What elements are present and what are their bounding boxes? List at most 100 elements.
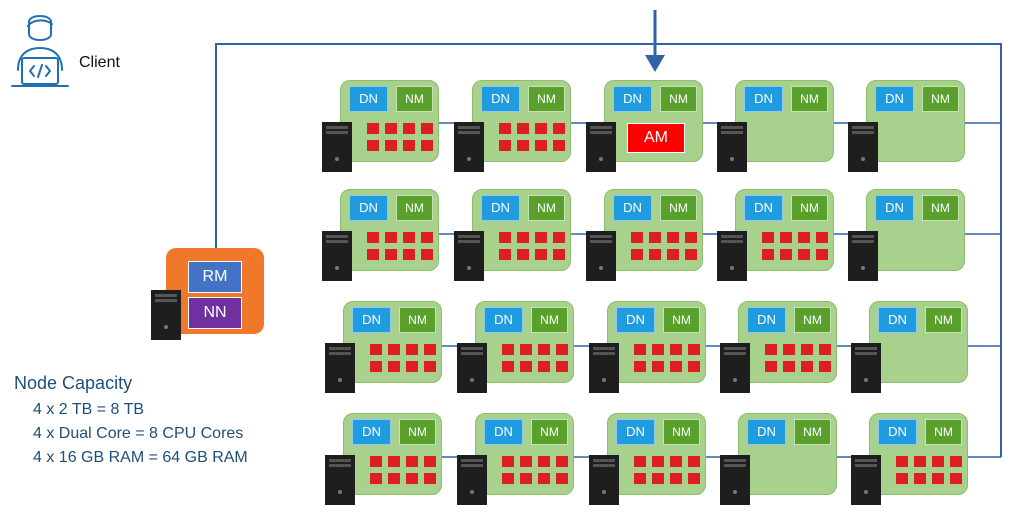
container [367,249,379,260]
container [424,456,436,467]
container [780,232,792,243]
container [652,361,664,372]
container [502,344,514,355]
container [950,456,962,467]
container [535,232,547,243]
container [421,232,433,243]
container [538,344,550,355]
node-manager: NM [794,419,831,445]
container [535,140,547,151]
data-node: DN [744,86,783,112]
container [914,473,926,484]
container [388,361,400,372]
container [556,456,568,467]
container [634,361,646,372]
container [538,361,550,372]
container [553,249,565,260]
container [896,473,908,484]
container [765,361,777,372]
container [765,344,777,355]
container [385,249,397,260]
server-tower-icon [851,343,881,393]
container [556,473,568,484]
data-node: DN [747,307,786,333]
server-tower-icon [454,231,484,281]
data-node: DN [349,86,388,112]
client-label: Client [79,54,120,71]
node-manager: NM [660,86,697,112]
container [406,456,418,467]
container [553,123,565,134]
container [367,232,379,243]
container [499,140,511,151]
container [424,344,436,355]
node-manager: NM [925,307,962,333]
data-node: DN [616,307,655,333]
server-tower-icon [325,343,355,393]
container [367,140,379,151]
container [403,123,415,134]
server-tower-icon [848,122,878,172]
node-manager: NM [663,419,700,445]
container [421,249,433,260]
container [502,473,514,484]
node-manager: NM [922,86,959,112]
container-slots [762,232,830,266]
node-manager: NM [922,195,959,221]
node-manager: NM [794,307,831,333]
data-node: DN [616,419,655,445]
name-node: NN [188,297,242,329]
container [688,361,700,372]
server-tower-icon [848,231,878,281]
data-node: DN [878,419,917,445]
capacity-line: 4 x Dual Core = 8 CPU Cores [33,425,244,442]
container-slots [370,344,438,378]
container [667,232,679,243]
container [932,456,944,467]
server-tower-icon [325,455,355,505]
container [406,473,418,484]
application-master: AM [627,123,685,153]
container [370,344,382,355]
data-node: DN [481,195,520,221]
server-tower-icon [586,231,616,281]
container-slots [370,456,438,490]
server-tower-icon [717,231,747,281]
container [403,140,415,151]
container-slots [367,232,435,266]
container [517,140,529,151]
container [896,456,908,467]
container [670,361,682,372]
container [406,361,418,372]
container-slots [499,232,567,266]
container [688,344,700,355]
container [688,473,700,484]
container [370,456,382,467]
data-node: DN [747,419,786,445]
container [816,249,828,260]
server-tower-icon [589,343,619,393]
container [424,361,436,372]
data-node: DN [875,195,914,221]
container [762,249,774,260]
data-node: DN [613,195,652,221]
node-manager: NM [528,86,565,112]
worker-node: DN NM [738,413,837,495]
container [932,473,944,484]
container-slots [634,456,702,490]
container [798,232,810,243]
developer-user-icon [11,15,69,87]
container [517,249,529,260]
server-tower-icon [720,455,750,505]
node-manager: NM [660,195,697,221]
container-slots [765,344,833,378]
